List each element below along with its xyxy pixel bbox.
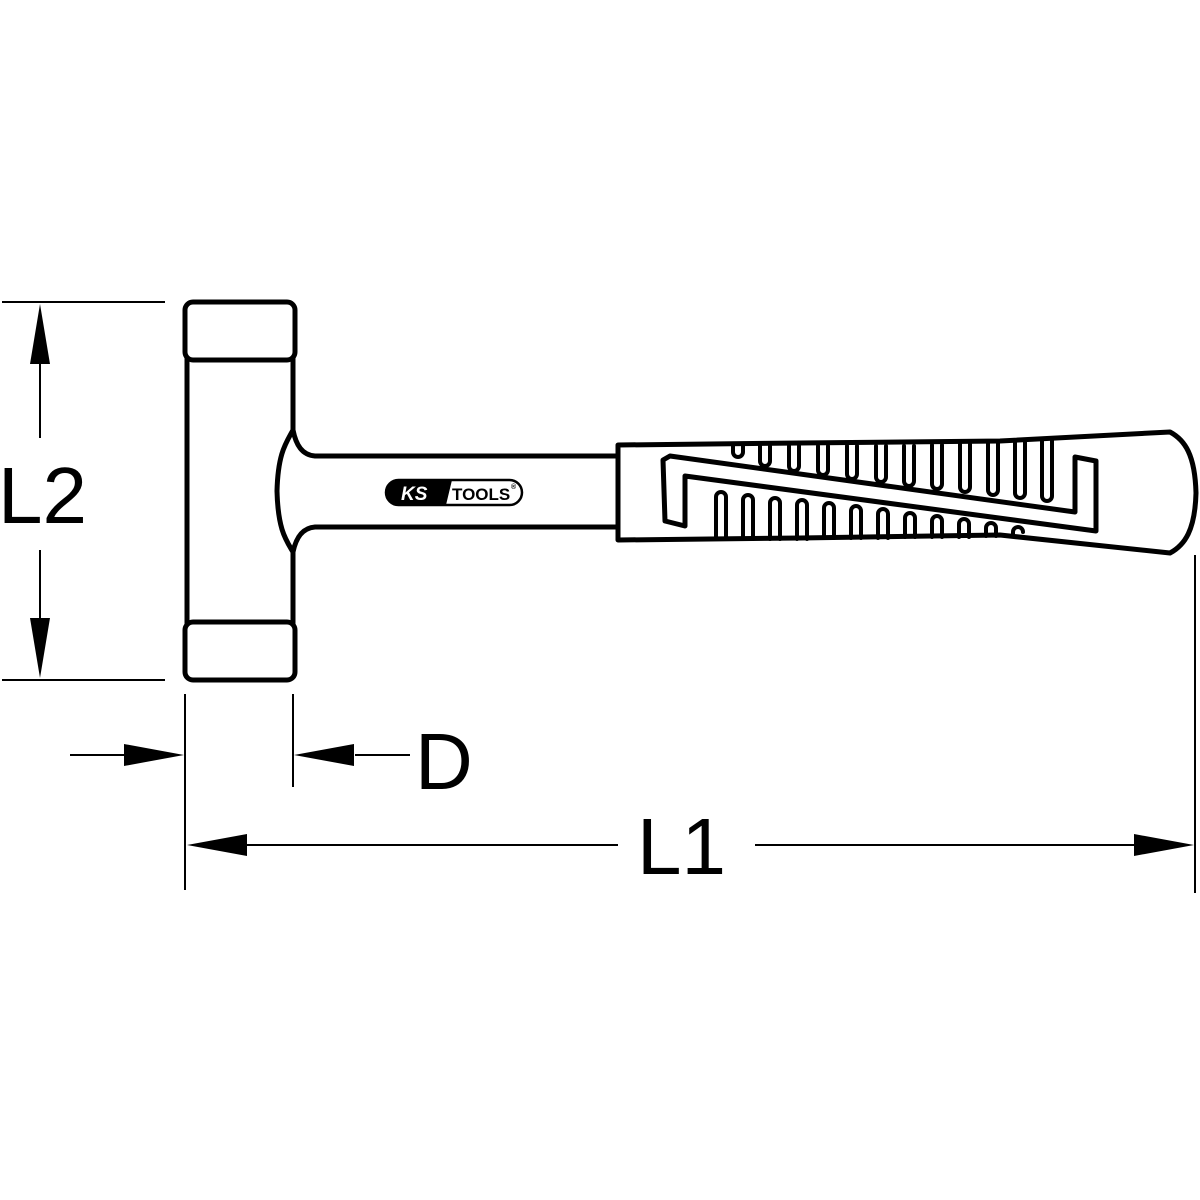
logo-suffix: TOOLS xyxy=(452,485,510,504)
head-top-cap xyxy=(182,299,298,363)
head-bottom-cap xyxy=(182,619,298,683)
logo-prefix: KS xyxy=(401,484,428,505)
d-right-arrow xyxy=(294,744,354,766)
dimension-l2: L2 xyxy=(0,301,165,681)
logo-registered-mark: ® xyxy=(511,483,517,491)
l1-left-arrow xyxy=(187,834,247,856)
handle-grip xyxy=(615,429,1199,556)
l1-right-arrow xyxy=(1134,834,1194,856)
l2-top-arrow xyxy=(30,304,50,364)
dimension-l1: L1 xyxy=(187,555,1196,893)
grip-bottom-slots xyxy=(714,490,1025,541)
l2-label: L2 xyxy=(0,451,87,540)
l2-bottom-arrow xyxy=(30,618,50,678)
d-label: D xyxy=(415,717,473,806)
brand-logo: KS TOOLS ® xyxy=(384,478,524,507)
dimension-d: D xyxy=(70,694,473,890)
d-left-arrow xyxy=(124,744,184,766)
l1-label: L1 xyxy=(637,802,726,891)
grip-z-inlay xyxy=(660,453,1099,534)
